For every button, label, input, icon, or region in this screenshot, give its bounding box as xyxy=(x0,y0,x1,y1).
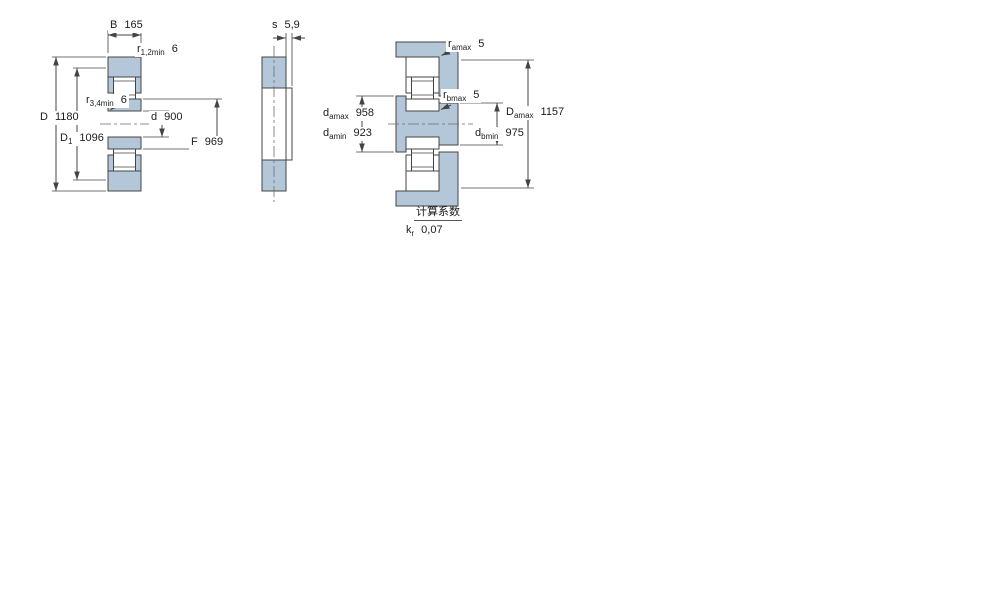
dim-symbol: B xyxy=(110,19,118,31)
dim-value: 5 xyxy=(478,38,485,50)
outer-ring-flange xyxy=(107,154,114,172)
dim-label-s: s 5,9 xyxy=(270,19,302,34)
dim-value: 6 xyxy=(120,94,127,106)
dim-value: 958 xyxy=(355,107,375,119)
inner-ring-section xyxy=(107,136,142,150)
dim-symbol: r xyxy=(137,43,141,55)
dim-value: 165 xyxy=(124,19,143,31)
dim-label-damax: damax 958 xyxy=(321,107,377,122)
roller-section xyxy=(113,148,136,172)
dim-label-ramax: ramax 5 xyxy=(446,38,487,53)
dim-symbol: r xyxy=(448,38,452,50)
dim-value: 969 xyxy=(204,136,224,148)
dim-subscript: amax xyxy=(451,43,472,53)
dim-symbol: D xyxy=(40,111,48,123)
dim-value: 900 xyxy=(164,111,183,123)
dim-symbol: d xyxy=(151,111,158,123)
dim-subscript: 3,4min xyxy=(89,99,114,109)
leader-rbmax xyxy=(440,103,452,110)
calc-factors-title: 计算系数 xyxy=(414,206,462,221)
dim-symbol: d xyxy=(475,127,482,139)
dim-value: 1096 xyxy=(79,132,104,144)
dim-value: 1157 xyxy=(540,106,565,118)
dim-symbol: d xyxy=(323,107,330,119)
dim-subscript: bmax xyxy=(446,94,467,104)
side-profile-figure xyxy=(261,33,305,202)
dim-label-rbmax: rbmax 5 xyxy=(441,89,482,104)
dim-value: 1180 xyxy=(54,111,79,123)
dim-label-r34min: r3,4min 6 xyxy=(84,94,129,109)
dim-subscript: amax xyxy=(513,111,534,121)
dim-symbol: r xyxy=(443,89,447,101)
dim-symbol: k xyxy=(406,224,412,236)
outer-ring-section xyxy=(107,56,142,78)
dim-symbol: d xyxy=(323,127,330,139)
dim-label-B: B 165 xyxy=(108,19,145,34)
inner-ring-standout xyxy=(285,87,293,161)
dim-value: 6 xyxy=(171,43,178,55)
dim-subscript: 1 xyxy=(67,137,73,147)
dim-subscript: amax xyxy=(329,112,349,122)
dim-value: 5,9 xyxy=(284,19,300,31)
dim-subscript: 1,2min xyxy=(140,48,165,58)
dim-label-d: d 900 xyxy=(149,111,185,126)
dim-symbol: F xyxy=(191,136,198,148)
outer-ring-section xyxy=(107,170,142,192)
dim-value: 5 xyxy=(473,89,480,101)
dim-value: 975 xyxy=(505,127,524,139)
dim-label-F: F 969 xyxy=(189,136,226,151)
dim-value: 0,07 xyxy=(421,224,443,236)
dim-symbol: D xyxy=(506,106,514,118)
outer-ring-flange xyxy=(135,154,142,172)
dim-value: 923 xyxy=(353,127,372,139)
dim-subscript: amin xyxy=(329,132,347,142)
housing-section xyxy=(395,151,459,207)
dim-symbol: s xyxy=(272,19,278,31)
dim-label-Damax: Damax 1157 xyxy=(504,106,567,121)
dim-label-D1: D1 1096 xyxy=(58,132,106,147)
outer-ring-flange xyxy=(107,76,114,94)
dim-label-damin: damin 923 xyxy=(321,127,374,142)
calc-factor-kr: kr 0,07 xyxy=(404,224,445,239)
dim-label-D: D 1180 xyxy=(38,111,81,126)
dim-label-dbmin: dbmin 975 xyxy=(473,127,526,142)
dim-label-r12min: r1,2min 6 xyxy=(135,43,180,58)
dim-subscript: bmin xyxy=(481,132,499,142)
dim-subscript: r xyxy=(411,229,415,239)
outer-ring-flange xyxy=(135,76,142,94)
dim-symbol: r xyxy=(86,94,90,106)
mounting-dimensions-figure xyxy=(356,41,534,207)
dim-symbol: D xyxy=(60,132,68,144)
